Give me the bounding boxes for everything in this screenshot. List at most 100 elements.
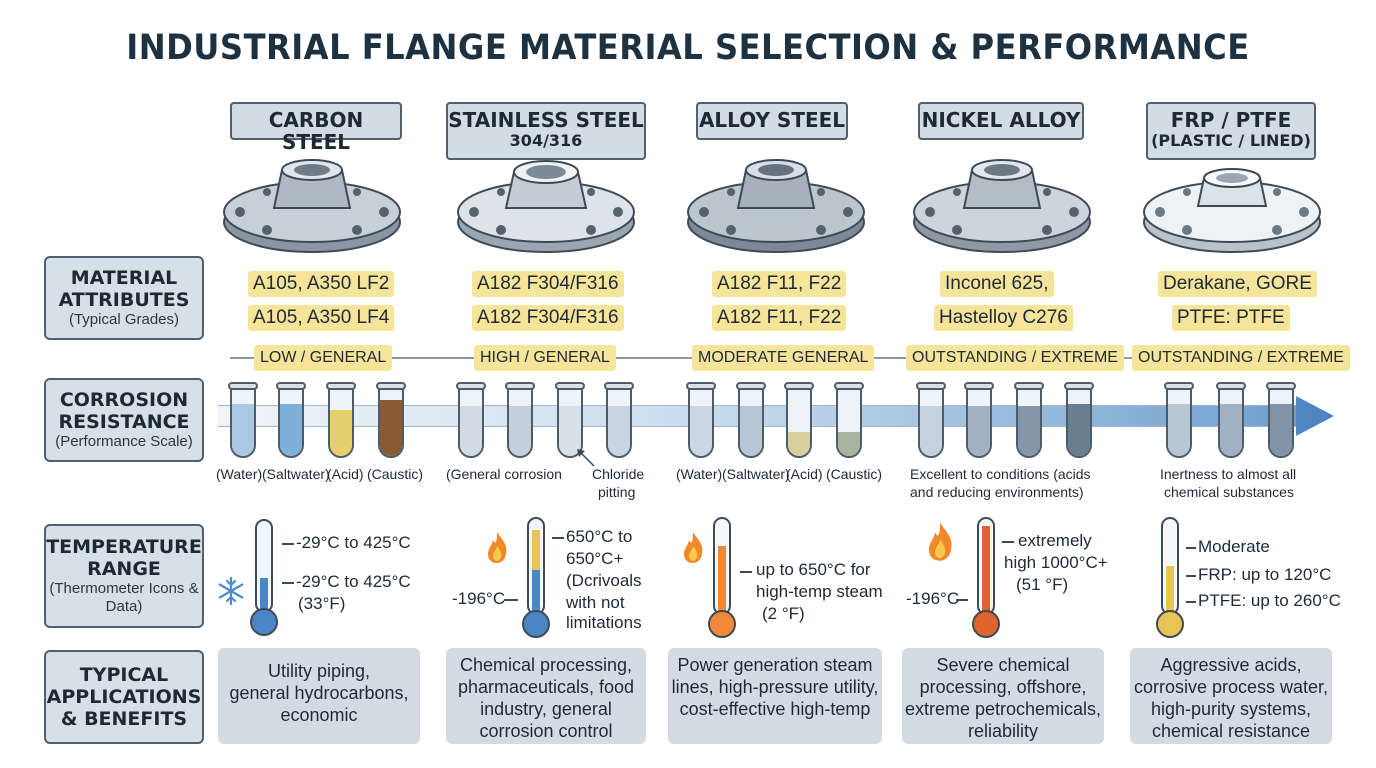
- application-line: Utility piping,: [267, 661, 371, 681]
- temp-nickel-2: high 1000°C+: [1004, 553, 1108, 572]
- grade-carbon-1: A105, A350 LF2: [248, 271, 395, 297]
- application-line: extreme petrochemicals,: [904, 699, 1102, 719]
- test-tube-icon: [1266, 382, 1296, 458]
- application-line: Power generation steam: [677, 655, 873, 675]
- application-line: pharmaceuticals, food: [457, 677, 635, 697]
- caption-general-corrosion: (General corrosion: [446, 466, 562, 482]
- application-line: corrosion control: [479, 721, 613, 741]
- thermometer-icon-stainless: [522, 517, 550, 638]
- test-tube-icon-pitting: [604, 382, 634, 458]
- flange-icon-frp-ptfe: [1143, 168, 1321, 253]
- pointer-arrow-icon: [577, 449, 595, 467]
- material-sub: 304/316: [509, 131, 583, 150]
- temp-stainless-5: limitations: [566, 613, 642, 632]
- applications-frp: Aggressive acids, corrosive process wate…: [1130, 648, 1332, 744]
- test-tube-icon-water: [228, 382, 258, 458]
- grade-alloy-1: A182 F11, F22: [712, 271, 847, 297]
- grade-frp-2: PTFE: PTFE: [1172, 305, 1290, 331]
- flange-icon-nickel-alloy: [913, 159, 1091, 253]
- temperature-marker: [1186, 601, 1196, 603]
- material-label-carbon-steel: CARBON STEEL: [230, 102, 402, 153]
- test-tube-icon-acid: [784, 382, 814, 458]
- row-label-main: TEMPERATURE RANGE: [46, 536, 202, 580]
- temp-stainless-3: (Dcrivoals: [566, 571, 642, 590]
- material-name: STAINLESS STEEL: [448, 108, 644, 132]
- temp-nickel-low: -196°C: [906, 589, 960, 608]
- application-line: lines, high-pressure utility,: [671, 677, 879, 697]
- test-tube-icon: [964, 382, 994, 458]
- temp-stainless-4: with not: [566, 593, 625, 612]
- test-tube-icon-chloride: [555, 382, 585, 458]
- application-line: reliability: [967, 721, 1039, 741]
- grade-alloy-2: A182 F11, F22: [712, 305, 847, 331]
- temperature-marker: [740, 571, 752, 573]
- caption-frp-2: chemical substances: [1164, 484, 1294, 500]
- grade-carbon-2: A105, A350 LF4: [248, 305, 395, 331]
- application-line: cost-effective high-temp: [679, 699, 871, 719]
- application-line: chemical resistance: [1151, 721, 1311, 741]
- material-label-alloy-steel: ALLOY STEEL: [696, 102, 848, 140]
- test-tube-icon-caustic: [376, 382, 406, 458]
- applications-alloy: Power generation steam lines, high-press…: [668, 648, 882, 744]
- application-line: industry, general: [480, 699, 612, 719]
- temp-nickel-3: (51 °F): [1016, 575, 1069, 594]
- caption-acid: (Acid): [327, 466, 364, 482]
- corrosion-level-frp: OUTSTANDING / EXTREME: [1132, 345, 1350, 371]
- temp-stainless-1: 650°C to: [566, 527, 633, 546]
- applications-carbon: Utility piping, general hydrocarbons, ec…: [218, 648, 420, 744]
- temp-frp-2: FRP: up to 120°C: [1198, 565, 1332, 584]
- grade-stainless-2: A182 F304/F316: [472, 305, 624, 331]
- material-name: NICKEL ALLOY: [921, 108, 1081, 132]
- test-tube-icon: [456, 382, 486, 458]
- temperature-marker: [504, 599, 518, 601]
- caption-saltwater: (Saltwater): [722, 466, 790, 482]
- material-sub: (PLASTIC / LINED): [1151, 131, 1311, 150]
- application-line: processing, offshore,: [919, 677, 1087, 697]
- caption-chloride: Chloride: [592, 466, 645, 482]
- row-label-main: CORROSION RESISTANCE: [58, 389, 190, 433]
- test-tube-icon: [1064, 382, 1094, 458]
- caption-saltwater: (Saltwater): [262, 466, 330, 482]
- test-tube-icon-caustic: [834, 382, 864, 458]
- material-name: CARBON STEEL: [268, 108, 364, 154]
- temp-carbon-low: -29°C to 425°C: [296, 572, 411, 591]
- arrow-head-icon: [1296, 396, 1334, 436]
- caption-water: (Water): [216, 466, 263, 482]
- material-label-nickel-alloy: NICKEL ALLOY: [918, 102, 1084, 140]
- corrosion-level-carbon: LOW / GENERAL: [254, 345, 393, 371]
- test-tube-icon: [1164, 382, 1194, 458]
- test-tube-icon: [916, 382, 946, 458]
- material-label-stainless-steel: STAINLESS STEEL 304/316: [446, 102, 646, 160]
- temp-stainless-low: -196°C: [452, 589, 506, 608]
- applications-stainless: Chemical processing, pharmaceuticals, fo…: [446, 648, 646, 744]
- temp-nickel-1: extremely: [1018, 531, 1092, 550]
- material-name: ALLOY STEEL: [698, 108, 846, 132]
- thermometer-icon-frp: [1156, 517, 1184, 638]
- corrosion-level-nickel: OUTSTANDING / EXTREME: [906, 345, 1124, 371]
- caption-caustic: (Caustic): [367, 466, 424, 482]
- row-label-sub: (Thermometer Icons & Data): [49, 580, 199, 615]
- page-title: INDUSTRIAL FLANGE MATERIAL SELECTION & P…: [126, 28, 1250, 68]
- snowflake-icon: [218, 576, 244, 606]
- material-label-frp-ptfe: FRP / PTFE (PLASTIC / LINED): [1146, 102, 1316, 160]
- row-label-typical-applications: TYPICAL APPLICATIONS & BENEFITS: [44, 650, 204, 744]
- temperature-marker: [1186, 547, 1196, 549]
- test-tube-icon-saltwater: [276, 382, 306, 458]
- thermometer-icon-alloy: [708, 517, 736, 638]
- temp-carbon-f: (33°F): [298, 594, 346, 613]
- row-label-main: TYPICAL APPLICATIONS & BENEFITS: [46, 664, 202, 730]
- temp-alloy-2: high-temp steam: [756, 582, 883, 601]
- thermometer-icon-nickel: [972, 517, 1000, 638]
- row-label-temperature-range: TEMPERATURE RANGE (Thermometer Icons & D…: [44, 524, 204, 628]
- application-line: Severe chemical: [936, 655, 1070, 675]
- flange-icon-stainless-steel: [457, 160, 635, 253]
- corrosion-level-stainless: HIGH / GENERAL: [474, 345, 616, 371]
- grade-nickel-2: Hastelloy C276: [934, 305, 1073, 331]
- flame-icon: [488, 532, 507, 563]
- temperature-marker: [1186, 575, 1196, 577]
- test-tube-icon: [1216, 382, 1246, 458]
- caption-acid: (Acid): [786, 466, 823, 482]
- applications-nickel: Severe chemical processing, offshore, ex…: [902, 648, 1104, 744]
- temp-frp-1: Moderate: [1198, 537, 1270, 556]
- application-line: economic: [280, 705, 358, 725]
